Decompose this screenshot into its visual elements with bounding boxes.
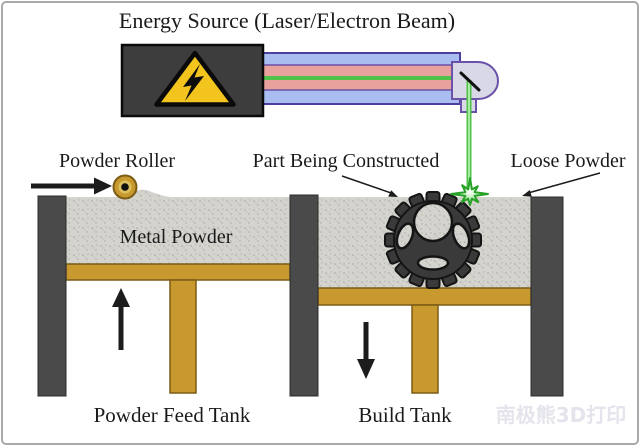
high-voltage-icon — [154, 50, 236, 107]
gear-cutout-left — [395, 222, 415, 250]
diagram-title: Energy Source (Laser/Electron Beam) — [119, 8, 455, 33]
deflection-mirror-icon — [459, 71, 481, 92]
powder-roller-label: Powder Roller — [59, 150, 175, 172]
build-down-arrow — [357, 322, 375, 379]
roller-direction-arrow — [31, 177, 112, 195]
feed-piston-platform — [65, 263, 291, 281]
build-piston-rod — [411, 304, 439, 394]
right-tank-wall — [530, 196, 564, 397]
powder-roller — [112, 174, 138, 200]
part-label-arrow — [341, 175, 398, 197]
build-tank-label: Build Tank — [358, 403, 452, 427]
loose-powder-label: Loose Powder — [511, 150, 626, 172]
feed-piston-rod — [169, 279, 197, 394]
powder-feed-tank-label: Powder Feed Tank — [94, 403, 251, 427]
build-piston-platform — [317, 287, 532, 306]
center-tank-wall — [289, 194, 319, 397]
gear-cutout-bottom — [416, 255, 450, 271]
feed-up-arrow — [112, 288, 130, 350]
metal-powder-label: Metal Powder — [120, 226, 233, 248]
left-tank-wall — [37, 195, 67, 397]
part-being-constructed-label: Part Being Constructed — [253, 150, 440, 172]
laser-tube — [261, 52, 469, 105]
loose-powder-arrow — [522, 172, 601, 197]
watermark: 南极熊3D打印 — [496, 403, 627, 427]
scanner-head — [451, 61, 500, 100]
gear-part — [384, 191, 482, 289]
gear-cutout-right — [451, 222, 471, 250]
melt-spark-icon — [450, 177, 489, 206]
laser-beam-horizontal — [262, 76, 469, 80]
gear-center-hole — [412, 201, 454, 243]
feed-tank-powder — [66, 189, 290, 266]
